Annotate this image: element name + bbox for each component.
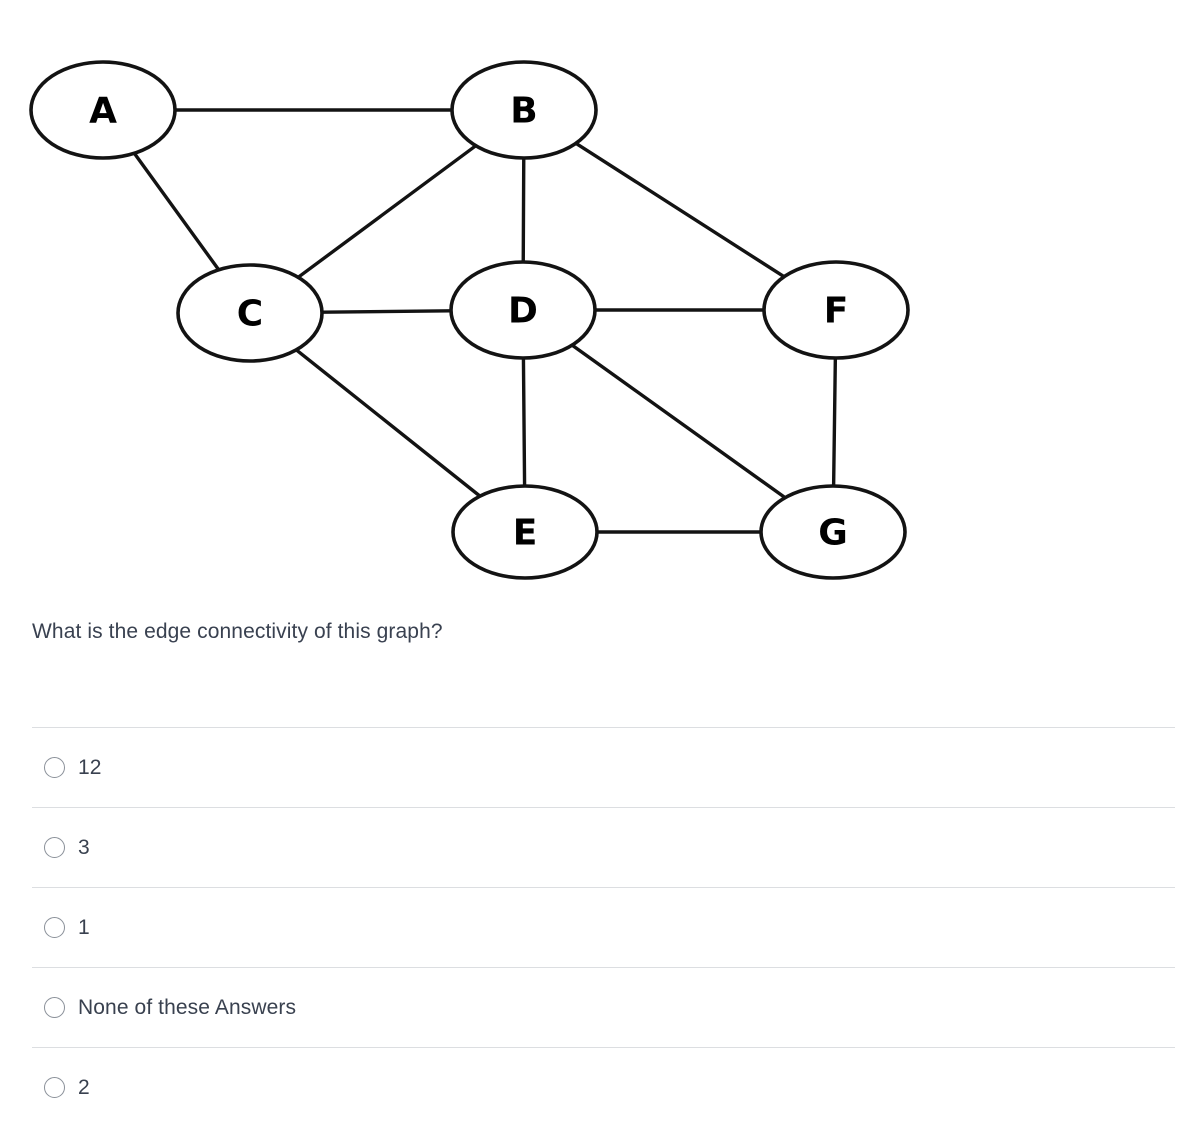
graph-node-label-a: A — [89, 91, 117, 132]
graph-svg: A B C D F E G — [29, 60, 910, 580]
radio-button-icon[interactable] — [44, 837, 65, 858]
graph-edge-b-d — [521, 156, 526, 264]
graph-edge-d-e — [521, 356, 527, 488]
answer-option-1[interactable]: 12 — [32, 727, 1175, 807]
graph-node-label-f: F — [824, 291, 849, 332]
radio-button-icon[interactable] — [44, 1077, 65, 1098]
graph-node-layer: A B C D F E G — [29, 60, 910, 580]
graph-edge-d-g — [570, 343, 787, 500]
radio-button-icon[interactable] — [44, 917, 65, 938]
graph-edge-a-c — [132, 151, 221, 272]
graph-node-g: G — [759, 484, 907, 580]
graph-edge-c-d — [320, 309, 453, 314]
answer-option-label: 2 — [78, 1075, 90, 1099]
graph-node-shape-g — [759, 484, 907, 580]
graph-node-label-d: D — [508, 291, 538, 332]
graph-node-d: D — [449, 260, 597, 360]
graph-node-a: A — [29, 60, 177, 160]
answer-option-4[interactable]: None of these Answers — [32, 967, 1175, 1047]
graph-edge-b-f — [574, 141, 786, 279]
answer-option-label: 12 — [78, 755, 102, 779]
answer-option-5[interactable]: 2 — [32, 1047, 1175, 1127]
graph-node-f: F — [762, 260, 910, 360]
graph-node-shape-e — [451, 484, 599, 580]
graph-node-shape-d — [449, 260, 597, 360]
answer-option-label: 3 — [78, 835, 90, 859]
graph-node-shape-b — [450, 60, 598, 160]
graph-node-c: C — [176, 263, 324, 363]
radio-button-icon[interactable] — [44, 997, 65, 1018]
answer-option-3[interactable]: 1 — [32, 887, 1175, 967]
graph-node-b: B — [450, 60, 598, 160]
radio-button-icon[interactable] — [44, 757, 65, 778]
graph-edge-f-g — [831, 356, 838, 488]
graph-node-shape-c — [176, 263, 324, 363]
graph-diagram: A B C D F E G — [0, 0, 950, 600]
graph-node-label-e: E — [513, 513, 538, 554]
graph-node-shape-a — [29, 60, 177, 160]
answer-option-label: None of these Answers — [78, 995, 297, 1019]
graph-edge-b-c — [296, 143, 478, 280]
graph-node-label-c: C — [237, 294, 263, 335]
graph-edge-c-e — [294, 348, 482, 498]
question-text: What is the edge connectivity of this gr… — [32, 620, 443, 643]
graph-node-e: E — [451, 484, 599, 580]
graph-node-label-g: G — [818, 513, 848, 554]
graph-node-shape-f — [762, 260, 910, 360]
graph-node-label-b: B — [510, 91, 537, 132]
answer-option-2[interactable]: 3 — [32, 807, 1175, 887]
answer-option-label: 1 — [78, 915, 90, 939]
graph-edge-layer — [132, 108, 838, 534]
